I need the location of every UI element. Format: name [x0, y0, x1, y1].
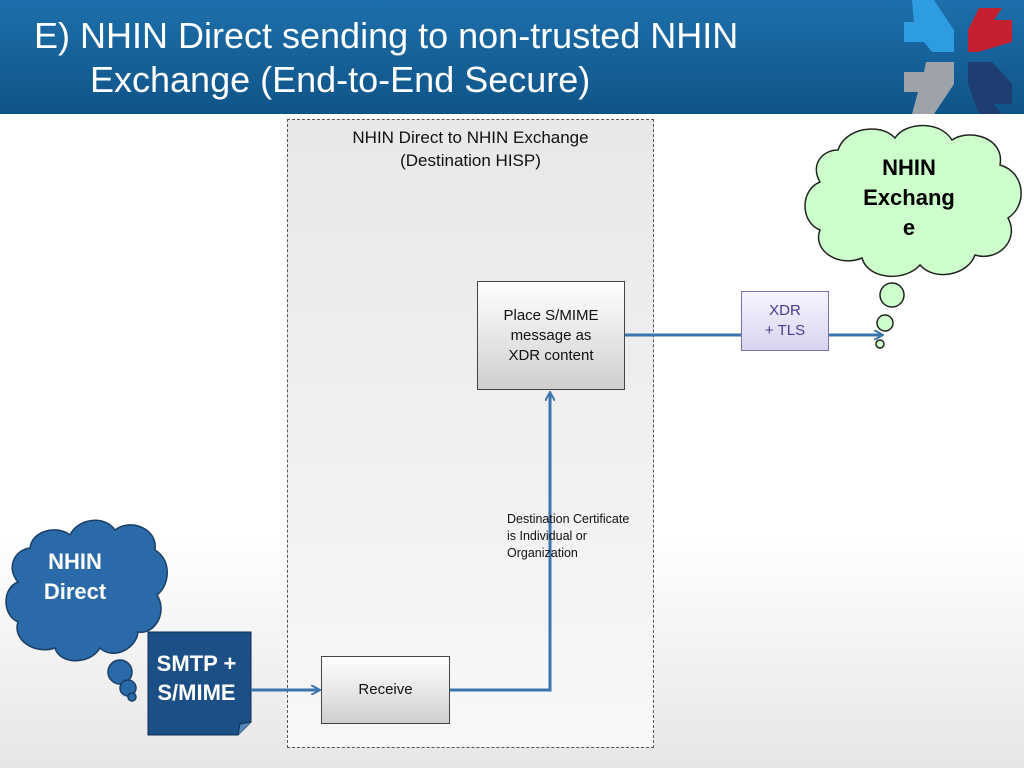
- slide-title: E) NHIN Direct sending to non-trusted NH…: [34, 14, 874, 102]
- receive-label: Receive: [358, 681, 413, 698]
- exchange-line-3: e: [902, 215, 916, 240]
- nhin-exchange-label: NHIN Exchang e: [850, 153, 968, 243]
- nhin-exchange-cloud: [804, 124, 1022, 349]
- xdr-line-1: XDR: [769, 302, 801, 319]
- destination-hisp-container: [287, 119, 654, 748]
- note-line-1: Destination Certificate: [507, 512, 630, 526]
- arrow-receive-to-place: [450, 393, 550, 692]
- title-line-2: Exchange (End-to-End Secure): [90, 59, 591, 100]
- slide-header: [0, 0, 1024, 114]
- nhin-direct-label: NHIN Direct: [20, 547, 130, 607]
- exchange-line-2: Exchang: [863, 185, 955, 210]
- place-line-3: XDR content: [508, 346, 594, 364]
- receive-box: Receive: [321, 656, 450, 724]
- place-line-1: Place S/MIME: [503, 306, 599, 324]
- note-line-2: is Individual or: [507, 529, 587, 543]
- smtp-smime-document: [147, 631, 252, 736]
- direct-line-2: Direct: [43, 579, 107, 604]
- xdr-tls-box: XDR + TLS: [741, 291, 829, 351]
- hisp-title: NHIN Direct to NHIN Exchange (Destinatio…: [287, 126, 654, 172]
- smtp-line-1: SMTP +: [156, 651, 237, 676]
- note-line-3: Organization: [507, 546, 578, 560]
- destination-certificate-note: Destination Certificate is Individual or…: [507, 511, 657, 562]
- smtp-line-2: S/MIME: [157, 680, 236, 705]
- title-line-1: E) NHIN Direct sending to non-trusted NH…: [34, 15, 739, 56]
- exchange-line-1: NHIN: [882, 155, 936, 180]
- smtp-smime-label: SMTP + S/MIME: [148, 649, 245, 707]
- hisp-title-line-1: NHIN Direct to NHIN Exchange: [352, 128, 589, 147]
- place-line-2: message as: [510, 326, 592, 344]
- place-smime-box: Place S/MIME message as XDR content: [477, 281, 625, 390]
- direct-line-1: NHIN: [48, 549, 102, 574]
- four-arrows-logo-icon: [904, 0, 1012, 114]
- xdr-line-2: + TLS: [764, 322, 806, 339]
- nhin-direct-cloud: [5, 519, 168, 702]
- hisp-title-line-2: (Destination HISP): [400, 151, 541, 170]
